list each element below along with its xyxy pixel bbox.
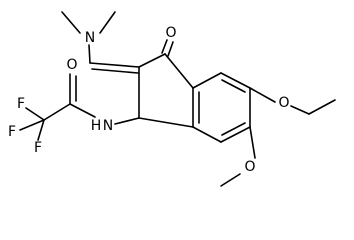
- bonds: [19, 11, 336, 187]
- bond-methyl1-n: [61, 11, 81, 34]
- atom-label-f-bottom: F: [34, 140, 42, 156]
- bond-c5-c4-double: [221, 122, 246, 136]
- atom-label-n-dimethylamino: N: [85, 30, 95, 46]
- bond-c1-c7a: [164, 53, 194, 89]
- bond-ch2-ch3: [308, 99, 336, 115]
- bond-o-ch3: [220, 173, 241, 187]
- atom-labels: N O O N H F F F O O: [8, 25, 290, 175]
- bond-n-c-carbonyl: [69, 103, 96, 118]
- bond-c5-o-methoxy: [249, 126, 256, 159]
- atom-label-n-amide: N: [103, 118, 113, 134]
- bond-c5-c4: [220, 126, 251, 143]
- bond-n-ch: [88, 44, 91, 64]
- atom-label-o-methoxy: O: [244, 159, 255, 175]
- bond-c3-n-amide: [114, 117, 140, 125]
- bond-c3-c3a: [138, 117, 194, 128]
- bond-cf3-f-top: [25, 107, 45, 121]
- bond-c-cf3: [43, 103, 71, 121]
- bond-c7-c6: [220, 72, 251, 89]
- atom-label-o-ethoxy: O: [278, 95, 289, 111]
- bond-cf3-f-bottom: [37, 119, 45, 141]
- bond-c4-c3a: [192, 126, 222, 143]
- bond-cf3-f-left: [19, 119, 45, 131]
- atom-label-o-amide: O: [66, 57, 77, 73]
- bond-o-ch2: [290, 105, 310, 115]
- atom-label-f-left: F: [8, 124, 16, 140]
- atom-label-o-ketone: O: [165, 25, 176, 41]
- bond-ch-c2: [89, 62, 140, 68]
- atom-label-h-amide: H: [91, 118, 102, 134]
- bond-c7-c6-double: [221, 79, 246, 93]
- bond-c6-o-ethoxy: [249, 87, 276, 103]
- bond-c2-c1: [138, 53, 166, 68]
- bond-c1-o-ketone-double: [167, 41, 174, 57]
- bond-n-methyl2: [99, 11, 116, 34]
- bond-ch-c2-double: [91, 68, 139, 74]
- bond-c7a-c7: [192, 72, 222, 89]
- atom-label-f-top: F: [17, 96, 25, 112]
- chemical-structure-diagram: N O O N H F F F O O: [8, 11, 336, 187]
- bond-c1-o-ketone: [161, 39, 168, 54]
